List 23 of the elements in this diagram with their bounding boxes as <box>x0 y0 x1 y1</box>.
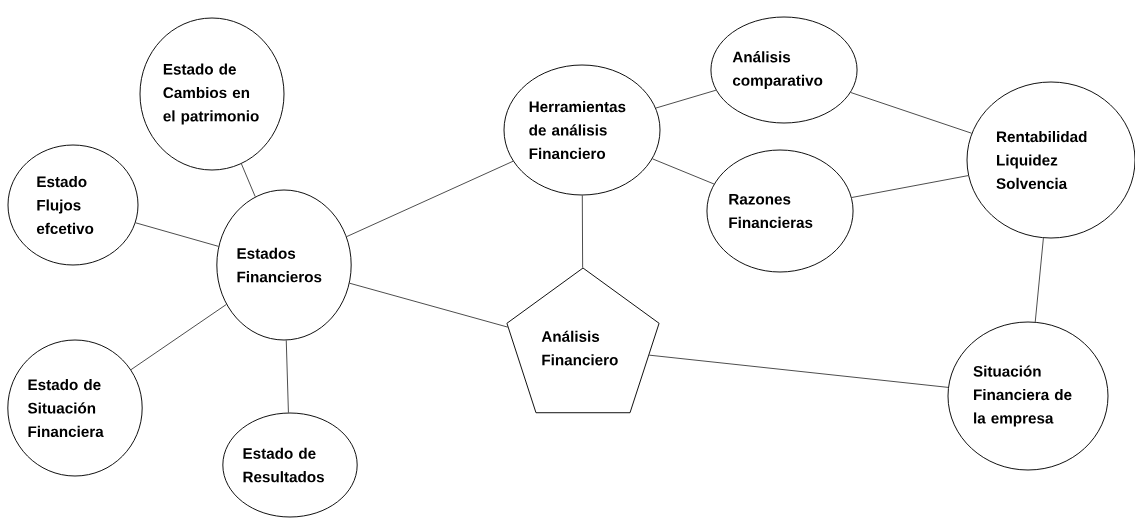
connector-line <box>285 340 289 413</box>
connector-line <box>850 92 972 134</box>
connector-line <box>648 354 949 388</box>
circle-node: Estado de Resultados <box>222 412 358 518</box>
connector-line <box>135 222 219 247</box>
connector-line <box>130 304 227 370</box>
pentagon-node: Análisis Financiero <box>506 267 660 414</box>
connector-line <box>1034 237 1044 323</box>
circle-node: Análisis comparativo <box>710 16 858 124</box>
connector-line <box>349 282 508 328</box>
circle-node: Estado de Cambios en el patrimonio <box>139 17 285 171</box>
circle-node: Estados Financieros <box>216 189 352 341</box>
connector-line <box>581 195 583 269</box>
circle-node: Estado Flujos efcetivo <box>7 144 139 266</box>
circle-node: Estado de Situación Financiera <box>7 339 143 477</box>
connector-line <box>241 163 256 198</box>
connector-line <box>346 160 514 237</box>
circle-node: Razones Financieras <box>706 149 854 273</box>
circle-node: Situación Financiera de la empresa <box>947 321 1109 471</box>
connector-line <box>851 175 969 198</box>
connector-line <box>655 89 717 109</box>
connector-line <box>652 158 715 185</box>
circle-node: Herramientas de análisis Financiero <box>503 64 661 196</box>
